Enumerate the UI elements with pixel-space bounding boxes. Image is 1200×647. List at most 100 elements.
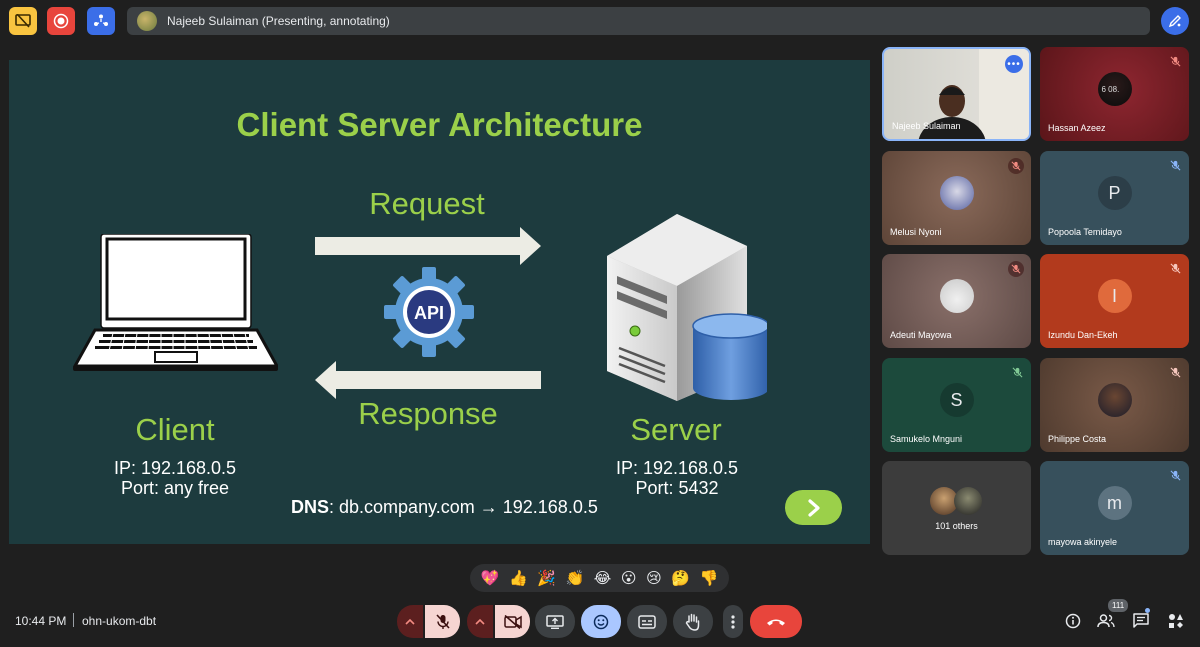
pen-icon	[1168, 15, 1181, 28]
participant-name: Melusi Nyoni	[890, 227, 942, 237]
others-avatars	[930, 487, 986, 515]
more-options-button[interactable]	[723, 605, 743, 638]
activities-panel-button[interactable]	[1165, 610, 1187, 632]
api-gear-icon: API	[384, 267, 474, 357]
server-port: Port: 5432	[635, 478, 719, 498]
participant-avatar: S	[939, 383, 974, 417]
camera-toggle-button[interactable]	[495, 605, 530, 638]
reactions-bar: 💖 👍 🎉 👏 😂 😮 😢 🤔 👎	[470, 564, 729, 592]
participant-avatar: I	[1097, 279, 1132, 313]
reaction-party-icon[interactable]: 🎉	[537, 570, 556, 587]
chevron-up-icon	[475, 618, 485, 625]
reaction-thumbs-down-icon[interactable]: 👎	[699, 570, 719, 587]
response-label: Response	[358, 396, 498, 431]
participant-avatar	[954, 487, 982, 515]
present-screen-icon	[546, 614, 564, 629]
mic-off-icon	[1008, 261, 1024, 277]
presenter-avatar	[137, 11, 157, 31]
participant-name: Hassan Azeez	[1048, 123, 1106, 133]
participant-name: Samukelo Mnguni	[890, 434, 963, 444]
others-count: 101 others	[935, 521, 978, 531]
participant-avatar	[930, 487, 958, 515]
divider	[73, 613, 74, 627]
request-arrow	[315, 227, 541, 265]
chevron-right-icon	[807, 498, 820, 517]
participant-tile[interactable]: P Popoola Temidayo	[1040, 151, 1189, 245]
participant-tile[interactable]: I Izundu Dan-Ekeh	[1040, 254, 1189, 348]
mic-off-icon	[1168, 365, 1182, 379]
participant-avatar	[939, 176, 974, 210]
people-icon	[1097, 614, 1115, 628]
reaction-surprised-icon[interactable]: 😮	[620, 570, 637, 587]
slide-title: Client Server Architecture	[236, 106, 643, 143]
meeting-details-button[interactable]	[1062, 610, 1084, 632]
reaction-clap-icon[interactable]: 👏	[565, 570, 585, 587]
activities-button[interactable]	[87, 7, 115, 35]
request-label: Request	[369, 186, 485, 221]
response-arrow	[315, 361, 541, 399]
reaction-laugh-icon[interactable]: 😂	[593, 570, 612, 587]
camera-off-icon	[503, 614, 522, 629]
client-ip: IP: 192.168.0.5	[113, 458, 237, 478]
chat-icon	[1133, 613, 1149, 628]
laptop-icon	[73, 234, 278, 371]
captions-button[interactable]	[627, 605, 667, 638]
participant-tile[interactable]: m mayowa akinyele	[1040, 461, 1189, 555]
participant-tile[interactable]: Melusi Nyoni	[882, 151, 1031, 245]
meeting-code: ohn-ukom-dbt	[82, 614, 157, 628]
participant-avatar	[1097, 383, 1132, 417]
more-vertical-icon	[731, 614, 735, 629]
reaction-sad-icon[interactable]: 😢	[646, 570, 662, 587]
hang-up-icon	[767, 619, 785, 625]
shared-slide: Client Server Architecture Request	[9, 60, 870, 544]
presenter-label: Najeeb Sulaiman (Presenting, annotating)	[167, 14, 390, 28]
others-tile[interactable]: 101 others	[882, 461, 1031, 555]
emoji-icon	[593, 614, 609, 629]
leave-call-button[interactable]	[750, 605, 802, 638]
more-options-icon[interactable]: •••	[1005, 55, 1023, 73]
participant-avatar: 6 08.	[1097, 72, 1132, 106]
participant-avatar	[939, 279, 974, 313]
participant-name: Philippe Costa	[1048, 434, 1107, 444]
video-options-button[interactable]	[467, 605, 493, 638]
participant-name: Izundu Dan-Ekeh	[1048, 330, 1118, 340]
activities-shapes-icon	[1169, 614, 1183, 628]
participant-tile[interactable]: ••• Najeeb Sulaiman	[882, 47, 1031, 141]
participant-name: mayowa akinyele	[1048, 537, 1118, 547]
participant-name: Najeeb Sulaiman	[892, 121, 961, 131]
record-icon	[53, 13, 69, 29]
raise-hand-button[interactable]	[673, 605, 713, 638]
participant-avatar: m	[1097, 486, 1132, 520]
mic-off-icon	[1168, 158, 1182, 172]
screen-share-off-icon	[15, 14, 31, 28]
participant-tile[interactable]: Philippe Costa	[1040, 358, 1189, 452]
server-database-icon	[607, 214, 767, 401]
audio-options-button[interactable]	[397, 605, 423, 638]
present-screen-button[interactable]	[535, 605, 575, 638]
mic-off-icon	[1010, 365, 1024, 379]
reactions-button[interactable]	[581, 605, 621, 638]
chat-button[interactable]	[1130, 610, 1152, 632]
people-button[interactable]	[1095, 610, 1117, 632]
dns-prefix: DNS	[291, 497, 330, 517]
reaction-heart-icon[interactable]: 💖	[480, 570, 500, 587]
recording-button[interactable]	[47, 7, 75, 35]
mic-off-icon	[1168, 54, 1182, 68]
microphone-toggle-button[interactable]	[425, 605, 460, 638]
presenter-banner: Najeeb Sulaiman (Presenting, annotating)	[127, 7, 1150, 35]
clock: 10:44 PM	[15, 614, 67, 628]
chat-notification-dot	[1145, 608, 1150, 613]
next-slide-button[interactable]	[785, 490, 842, 525]
dns-mapping: DNS: db.company.com → 192.168.0.5	[291, 497, 598, 518]
chevron-up-icon	[405, 618, 415, 625]
annotate-button[interactable]	[1161, 7, 1189, 35]
participant-tile[interactable]: 6 08. Hassan Azeez	[1040, 47, 1189, 141]
reaction-thumbs-up-icon[interactable]: 👍	[509, 570, 528, 587]
participant-name: Adeuti Mayowa	[890, 330, 952, 340]
server-label: Server	[630, 412, 722, 447]
stop-presenting-button[interactable]	[9, 7, 37, 35]
participant-tile[interactable]: S Samukelo Mnguni	[882, 358, 1031, 452]
participant-tile[interactable]: Adeuti Mayowa	[882, 254, 1031, 348]
participant-avatar: P	[1097, 176, 1132, 210]
reaction-thinking-icon[interactable]: 🤔	[671, 570, 690, 587]
